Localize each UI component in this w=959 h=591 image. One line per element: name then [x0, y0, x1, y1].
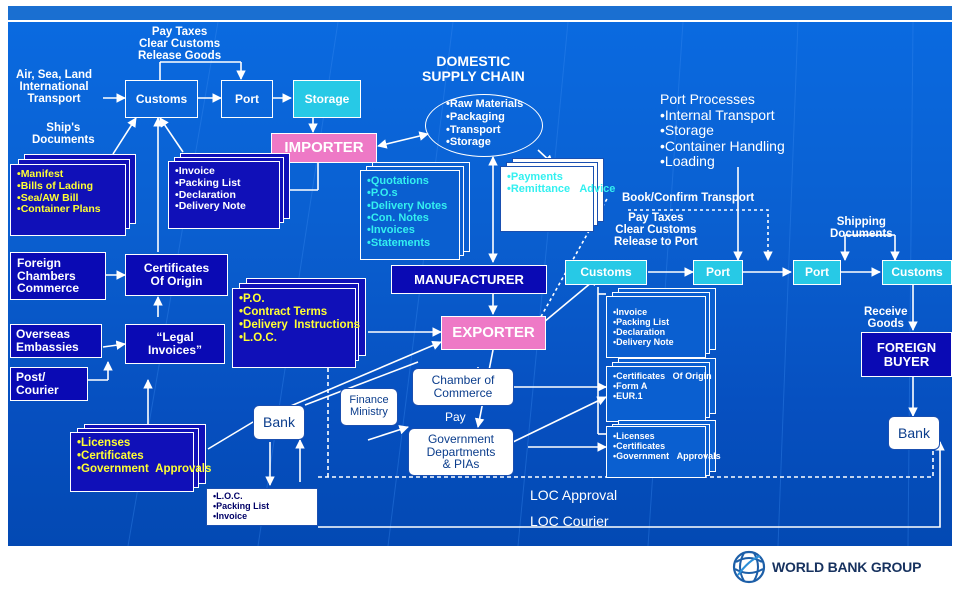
diagram-panel: Pay Taxes Clear Customs Release Goods Ai… — [8, 22, 952, 546]
chamber-commerce-node: Chamber of Commerce — [412, 368, 514, 406]
document-list-item: Quotations — [367, 175, 447, 187]
government-departments-node: Government Departments & PIAs — [408, 428, 514, 476]
port-processes-list: •Internal Transport•Storage•Container Ha… — [660, 107, 785, 170]
customs-right-node: Customs — [565, 260, 647, 285]
manufacturer-node: MANUFACTURER — [391, 265, 547, 294]
shipping-documents-label: Shipping Documents — [830, 216, 893, 241]
document-list-item: Delivery Instructions — [239, 319, 360, 332]
domestic-item: •Packaging — [446, 110, 505, 123]
document-list-item: Container Plans — [17, 203, 101, 216]
document-list-item: EUR.1 — [613, 391, 693, 401]
certificates-origin-node: Certificates Of Origin — [125, 254, 228, 296]
document-list-item: Declaration — [175, 189, 246, 202]
foreign-buyer-node: FOREIGN BUYER — [861, 332, 952, 377]
storage-node: Storage — [293, 80, 361, 118]
document-list-item: Certificates Of Origin — [613, 371, 712, 381]
document-list-item: Remittance Advice — [507, 183, 616, 195]
domestic-item: •Raw Materials — [446, 98, 524, 110]
document-list-item: L.O.C. — [213, 491, 269, 501]
exporter-node: EXPORTER — [441, 316, 546, 350]
purchase-order-stack: P.O.Contract TermsDelivery InstructionsL… — [232, 278, 368, 370]
port-left-node: Port — [221, 80, 273, 118]
document-list-item: L.O.C. — [239, 332, 357, 345]
customs-left-node: Customs — [125, 80, 198, 118]
port-process-item: •Loading — [660, 153, 715, 170]
world-bank-logo-text: WORLD BANK GROUP — [772, 559, 922, 575]
receive-goods-label: Receive Goods — [864, 306, 908, 331]
document-list-item: Con. Notes — [367, 212, 447, 224]
port-processes-title: Port Processes — [660, 91, 755, 107]
document-list-item: Invoice — [175, 165, 246, 178]
document-list-item: Government Approvals — [77, 463, 211, 476]
finance-ministry-node: Finance Ministry — [340, 388, 398, 426]
world-bank-logo: WORLD BANK GROUP — [732, 550, 921, 584]
document-list-item: Delivery Note — [175, 200, 246, 213]
international-transport-label: Air, Sea, Land International Transport — [16, 69, 93, 106]
loc-approval-label: LOC Approval — [530, 487, 618, 503]
loc-documents-stack: L.O.C.Packing ListInvoice — [206, 488, 320, 528]
document-list-item: P.O.s — [367, 187, 447, 199]
certificates-stack: Certificates Of OriginForm AEUR.1 — [606, 358, 718, 424]
importer-docs-stack: InvoicePacking ListDeclarationDelivery N… — [168, 153, 293, 231]
domestic-supply-chain-title: DOMESTIC SUPPLY CHAIN — [422, 53, 525, 84]
document-list-item: Statements — [367, 237, 447, 249]
document-list-item: Packing List — [613, 317, 674, 327]
document-list-item: Invoice — [213, 511, 269, 521]
legal-invoices-node: “Legal Invoices” — [125, 324, 225, 364]
quotations-stack: QuotationsP.O.sDelivery NotesCon. NotesI… — [360, 162, 472, 262]
port-right-node-1: Port — [693, 260, 743, 285]
document-list-item: Packing List — [213, 501, 269, 511]
document-list-item: Government Approvals — [613, 451, 721, 461]
document-list-item: Licenses — [77, 437, 195, 450]
bank-left-node: Bank — [253, 405, 305, 440]
overseas-embassies-node: Overseas Embassies — [10, 324, 102, 358]
ships-documents-stack: ManifestBills of LadingSea/AW BillContai… — [10, 154, 138, 238]
document-list-item: Licenses — [613, 431, 695, 441]
document-list-item: Delivery Notes — [367, 200, 447, 212]
pay-taxes-label-right: Pay Taxes Clear Customs Release to Port — [614, 212, 698, 249]
document-list-item: Bills of Lading — [17, 180, 101, 193]
document-list-item: Sea/AW Bill — [17, 192, 101, 205]
port-process-item: •Storage — [660, 122, 714, 139]
book-confirm-transport-label: Book/Confirm Transport — [622, 192, 755, 204]
loc-courier-label: LOC Courier — [530, 513, 609, 529]
document-list-item: Manifest — [17, 168, 101, 181]
document-list-item: Certificates — [613, 441, 695, 451]
ships-documents-label: Ship's Documents — [32, 122, 95, 147]
foreign-chambers-node: Foreign Chambers Commerce — [10, 252, 106, 300]
pay-label: Pay — [445, 410, 466, 424]
document-list-item: Form A — [613, 381, 693, 391]
port-right-node-2: Port — [793, 260, 841, 285]
licenses-right-stack: LicensesCertificatesGovernment Approvals — [606, 420, 721, 480]
port-process-item: •Internal Transport — [660, 107, 775, 123]
document-list-item: P.O. — [239, 293, 357, 306]
document-list-item: Delivery Note — [613, 337, 674, 347]
payments-stack: PaymentsRemittance Advice — [500, 158, 616, 234]
world-bank-globe-icon — [732, 550, 766, 584]
document-list-item: Contract Terms — [239, 306, 357, 319]
licenses-left-stack: LicensesCertificatesGovernment Approvals — [70, 424, 211, 494]
title-bar — [8, 6, 952, 20]
document-list-item: Payments — [507, 171, 597, 183]
document-list-item: Packing List — [175, 177, 246, 190]
exporter-invoice-stack: InvoicePacking ListDeclarationDelivery N… — [606, 288, 718, 360]
domestic-supply-chain-ellipse — [425, 94, 543, 157]
customs-far-node: Customs — [882, 260, 952, 285]
document-list-item: Declaration — [613, 327, 674, 337]
document-list-item: Invoices — [367, 224, 447, 236]
port-process-item: •Container Handling — [660, 137, 785, 154]
domestic-items-list: •Raw Materials•Packaging•Transport•Stora… — [446, 98, 523, 149]
domestic-item: •Transport — [446, 123, 501, 136]
post-courier-node: Post/ Courier — [10, 367, 88, 401]
domestic-item: •Storage — [446, 136, 491, 149]
bank-right-node: Bank — [888, 416, 940, 450]
document-list-item: Invoice — [613, 307, 674, 317]
document-list-item: Certificates — [77, 450, 195, 463]
pay-taxes-label-top: Pay Taxes Clear Customs Release Goods — [138, 26, 222, 63]
